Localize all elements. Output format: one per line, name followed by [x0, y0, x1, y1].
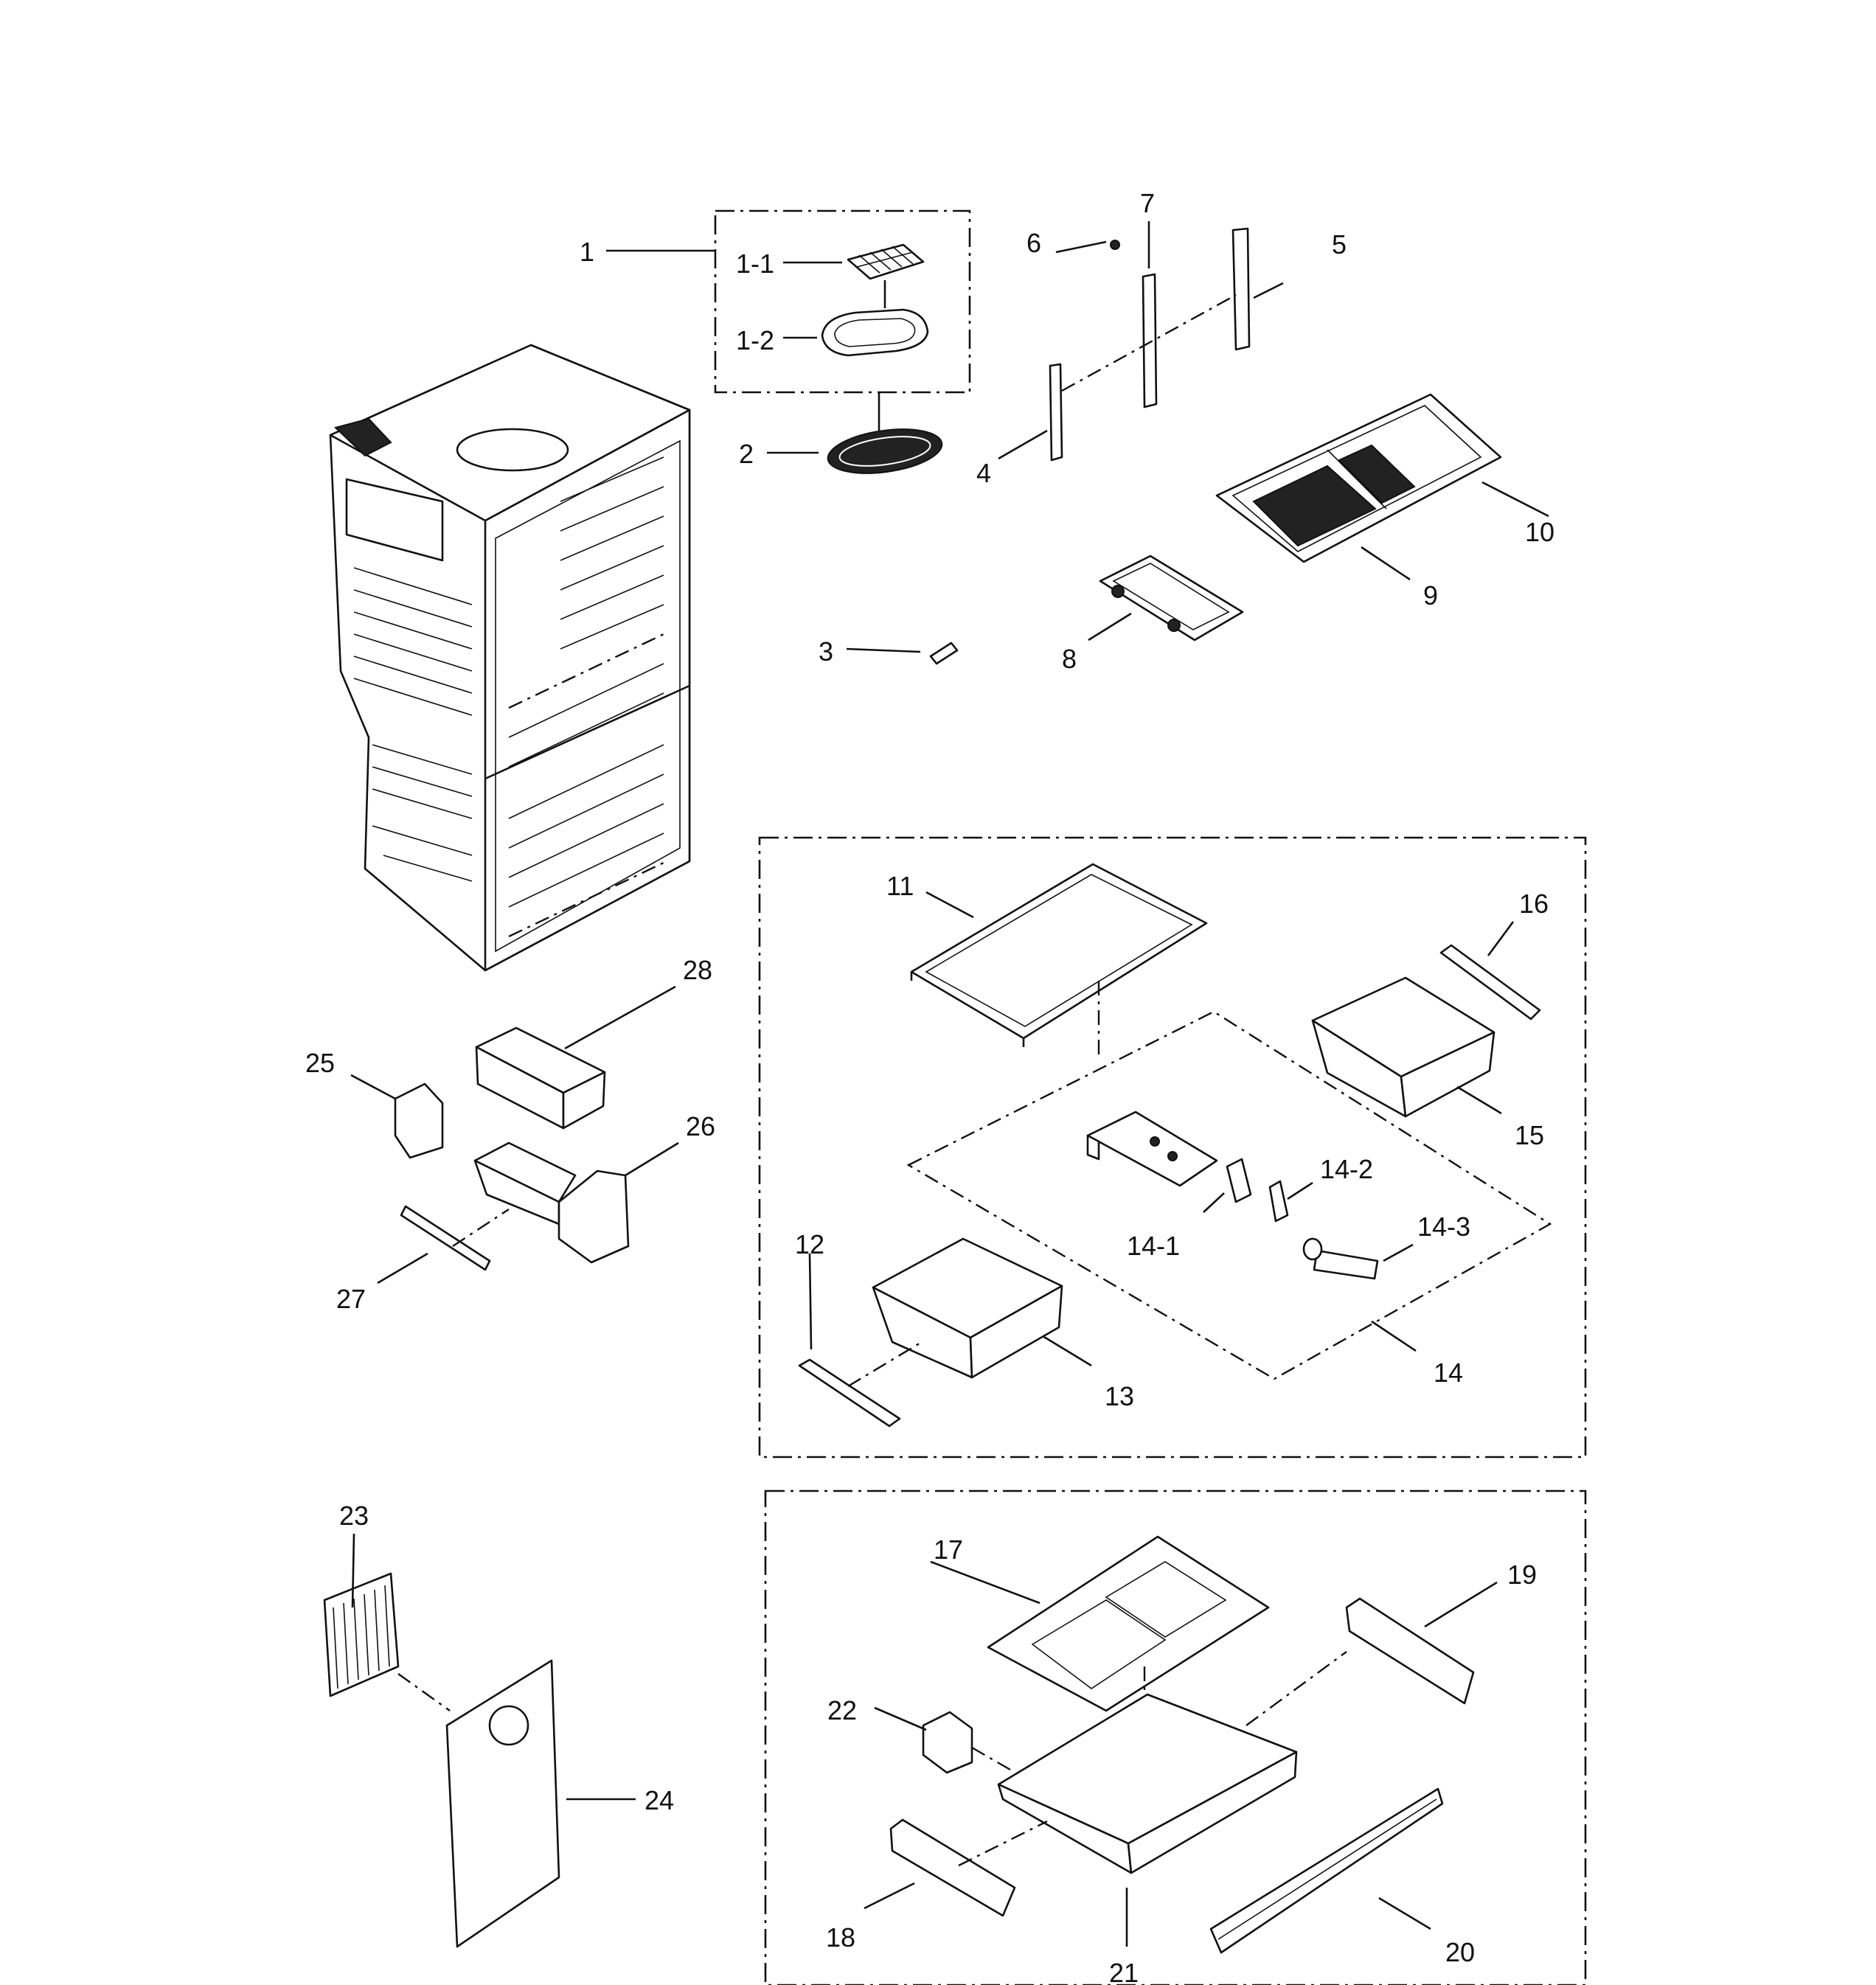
- label-14-3: 14-3: [1417, 1211, 1470, 1242]
- label-27: 27: [336, 1284, 366, 1314]
- label-24: 24: [645, 1785, 674, 1815]
- label-7: 7: [1140, 188, 1155, 218]
- label-2: 2: [739, 439, 754, 469]
- label-17: 17: [934, 1534, 963, 1565]
- part-14-2-bracket: [1268, 1180, 1289, 1223]
- part-22-bracket: [922, 1711, 973, 1774]
- label-1-1: 1-1: [736, 248, 774, 279]
- label-20: 20: [1445, 1937, 1475, 1967]
- label-25: 25: [305, 1048, 335, 1078]
- part-27-bracket: [400, 1205, 491, 1271]
- part-9-shelf-insert: [1252, 444, 1416, 547]
- connector-rails: [1061, 293, 1237, 392]
- label-23: 23: [339, 1501, 369, 1531]
- label-22: 22: [827, 1695, 857, 1725]
- label-28: 28: [683, 955, 712, 985]
- label-19: 19: [1507, 1560, 1537, 1590]
- part-7-rail: [1142, 273, 1158, 409]
- part-24-cover: [445, 1659, 560, 1948]
- part-4-rail: [1049, 363, 1063, 462]
- label-15: 15: [1515, 1120, 1544, 1150]
- connector-22: [971, 1746, 1011, 1771]
- label-6: 6: [1026, 228, 1041, 258]
- group-14: [906, 1010, 1552, 1380]
- part-26-bucket: [473, 1141, 630, 1264]
- part-1-2-filter-cover: [821, 308, 929, 357]
- part-2-filter: [827, 428, 943, 474]
- label-3: 3: [819, 636, 833, 667]
- label-1: 1: [580, 237, 594, 267]
- label-10: 10: [1525, 517, 1554, 547]
- part-12-rail: [798, 1358, 901, 1428]
- part-11-glass-shelf: [910, 863, 1208, 1047]
- part-16-rail: [1439, 944, 1541, 1021]
- part-18-rail: [889, 1818, 1016, 1917]
- part-3-clip: [929, 642, 959, 665]
- label-5: 5: [1332, 229, 1347, 260]
- label-21: 21: [1109, 1958, 1139, 1985]
- label-14-1: 14-1: [1127, 1231, 1180, 1261]
- part-19-rail: [1345, 1597, 1475, 1705]
- part-23-evaporator: [323, 1572, 400, 1697]
- label-16: 16: [1519, 889, 1549, 919]
- label-11: 11: [886, 871, 914, 901]
- part-21-crisper-drawer: [997, 1693, 1298, 1874]
- part-1-1-filter-pad: [847, 243, 925, 280]
- part-8-tray: [1099, 555, 1244, 642]
- label-14: 14: [1434, 1357, 1463, 1388]
- refrigerator-cabinet: [329, 344, 691, 972]
- part-6-screw: [1110, 240, 1120, 250]
- group-box-part-1: [714, 209, 971, 394]
- connector-18: [958, 1820, 1048, 1867]
- connector-27: [452, 1208, 510, 1248]
- group-box-lower: [764, 1489, 1587, 1985]
- part-14-control-board: [1086, 1110, 1218, 1187]
- label-13: 13: [1105, 1381, 1134, 1411]
- label-4: 4: [976, 458, 991, 488]
- leader-lines: [350, 221, 1549, 1947]
- part-14-1-bracket: [1226, 1158, 1252, 1203]
- label-18: 18: [826, 1922, 855, 1953]
- label-8: 8: [1062, 644, 1077, 674]
- connector-19: [1246, 1651, 1347, 1726]
- label-26: 26: [686, 1111, 715, 1141]
- part-13-drawer: [872, 1237, 1063, 1379]
- part-labels: 1 1-1 1-2 2 3 4 5 6 7 8 9 10 11 12 13 14…: [305, 188, 1554, 1985]
- group-box-middle: [758, 836, 1587, 1459]
- label-9: 9: [1423, 580, 1438, 611]
- connector-12: [847, 1341, 923, 1388]
- part-17-shelf: [987, 1535, 1270, 1712]
- part-15-drawer: [1311, 976, 1495, 1118]
- part-5-rail: [1231, 227, 1251, 351]
- part-14-3-cylinder: [1302, 1237, 1379, 1280]
- connector-23: [397, 1673, 451, 1711]
- label-12: 12: [795, 1229, 824, 1259]
- part-28-ice-maker: [475, 1026, 606, 1130]
- label-1-2: 1-2: [736, 325, 774, 355]
- part-20-trim: [1209, 1787, 1444, 1954]
- label-14-2: 14-2: [1320, 1154, 1373, 1184]
- part-25-motor: [394, 1082, 444, 1159]
